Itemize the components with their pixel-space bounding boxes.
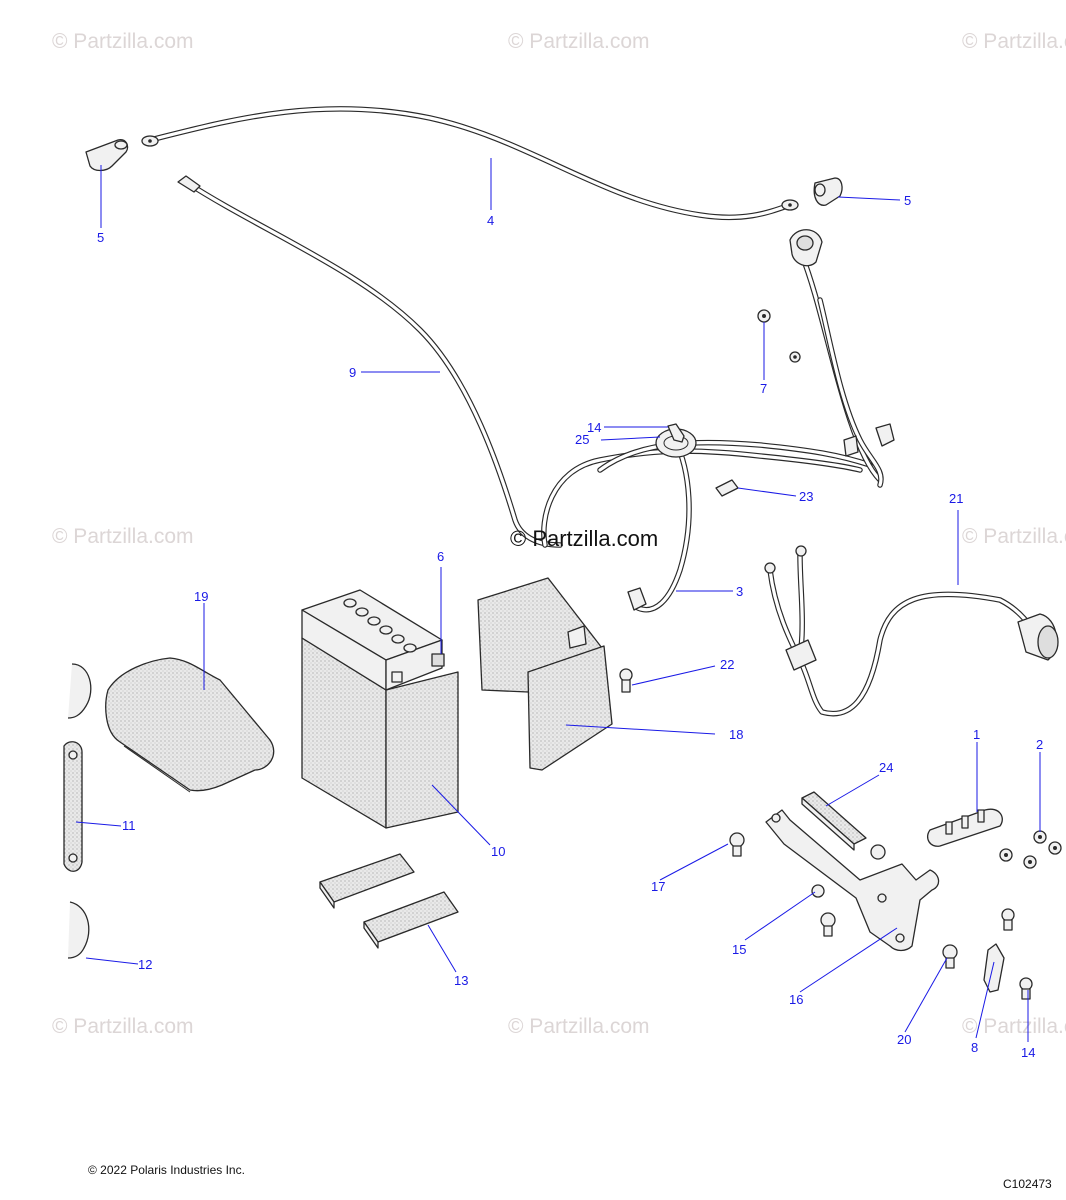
callout-17[interactable]: 17 [651,879,665,894]
terminal-boot-left [85,139,129,172]
clip-12-top [67,663,92,719]
callout-19[interactable]: 19 [194,589,208,604]
clip-12-bottom [67,901,90,959]
clip-23 [715,479,739,497]
bolt-17 [729,832,745,857]
leader-lines [75,158,1041,1042]
callout-5-right[interactable]: 5 [904,193,911,208]
callout-20[interactable]: 20 [897,1032,911,1047]
watermark: © Partzilla.com [962,30,1066,53]
callouts: 5 4 5 9 7 14 25 23 21 3 6 19 22 18 1 2 2… [97,193,1043,1060]
callout-12[interactable]: 12 [138,957,152,972]
terminal-block-1 [926,808,1003,847]
callout-22[interactable]: 22 [720,657,734,672]
copyright: © 2022 Polaris Industries Inc. [88,1163,245,1177]
callout-9[interactable]: 9 [349,365,356,380]
cover-19 [105,657,275,793]
pads-13 [319,853,459,949]
callout-23[interactable]: 23 [799,489,813,504]
watermark: © Partzilla.com [962,525,1066,548]
cable-4 [141,106,799,221]
watermark: © Partzilla.com [52,30,194,53]
callout-6[interactable]: 6 [437,549,444,564]
callout-4[interactable]: 4 [487,213,494,228]
strap-11 [63,741,83,872]
terminal-boot-right [813,177,843,206]
bolt-20 [942,944,958,969]
cable-9 [177,175,563,548]
callout-21[interactable]: 21 [949,491,963,506]
callout-7[interactable]: 7 [760,381,767,396]
callout-18[interactable]: 18 [729,727,743,742]
callout-16[interactable]: 16 [789,992,803,1007]
callout-25[interactable]: 25 [575,432,589,447]
callout-3[interactable]: 3 [736,584,743,599]
nut-7 [757,309,801,363]
watermark: © Partzilla.com [52,525,194,548]
callout-2[interactable]: 2 [1036,737,1043,752]
callout-24[interactable]: 24 [879,760,893,775]
callout-14-bottom[interactable]: 14 [1021,1045,1035,1060]
watermark: © Partzilla.com [508,1015,650,1038]
callout-13[interactable]: 13 [454,973,468,988]
callout-1[interactable]: 1 [973,727,980,742]
callout-5[interactable]: 5 [97,230,104,245]
bracket-8 [983,908,1015,993]
watermark: © Partzilla.com [52,1015,194,1038]
bolt-15 [811,884,836,937]
bracket-16 [765,809,940,952]
watermark: © Partzilla.com [962,1015,1066,1038]
bolt-22 [619,668,633,693]
harness-21 [764,545,1059,717]
callout-11[interactable]: 11 [122,818,136,833]
battery-10 [301,589,459,829]
bolt-14-bottom [1019,977,1033,1000]
center-watermark: © Partzilla.com [510,526,658,551]
holder-18 [477,577,613,771]
watermark: © Partzilla.com [508,30,650,53]
watermarks: © Partzilla.com © Partzilla.com © Partzi… [52,30,1066,1038]
callout-10[interactable]: 10 [491,844,505,859]
pad-24 [801,791,867,851]
nuts-2 [999,830,1062,869]
harness-3 [541,229,895,613]
callout-8[interactable]: 8 [971,1040,978,1055]
diagram-code: C102473 [1003,1177,1052,1191]
clip-14-top [667,423,685,443]
callout-15[interactable]: 15 [732,942,746,957]
callout-14-top[interactable]: 14 [587,420,601,435]
